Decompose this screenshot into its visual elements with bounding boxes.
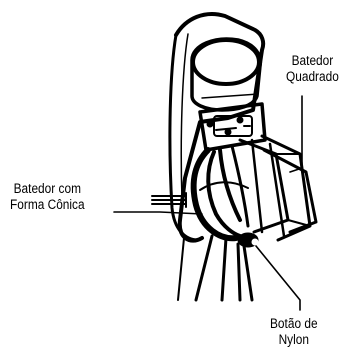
leader-cone [114, 212, 202, 214]
cone-beater [194, 146, 248, 238]
square-beater-label: Batedor Quadrado [286, 53, 339, 85]
cone-stem [152, 193, 186, 207]
nylon-button-label: Botão de Nylon [270, 316, 318, 348]
leader-button [256, 246, 300, 310]
square-beater-label-line1: Batedor [286, 53, 339, 69]
leader-lines [114, 96, 302, 310]
cone-beater-label-line2: Forma Cônica [10, 197, 85, 213]
nylon-button-label-line2: Nylon [270, 332, 318, 348]
nylon-button-label-line1: Botão de [270, 316, 318, 332]
square-beater-label-line2: Quadrado [286, 69, 339, 85]
square-beater [240, 136, 316, 240]
cone-beater-label: Batedor com Forma Cônica [10, 181, 85, 213]
nylon-button-part [238, 233, 258, 247]
cone-beater-label-line1: Batedor com [10, 181, 85, 197]
motor-cap [192, 39, 260, 110]
beater-shafts [178, 236, 252, 300]
